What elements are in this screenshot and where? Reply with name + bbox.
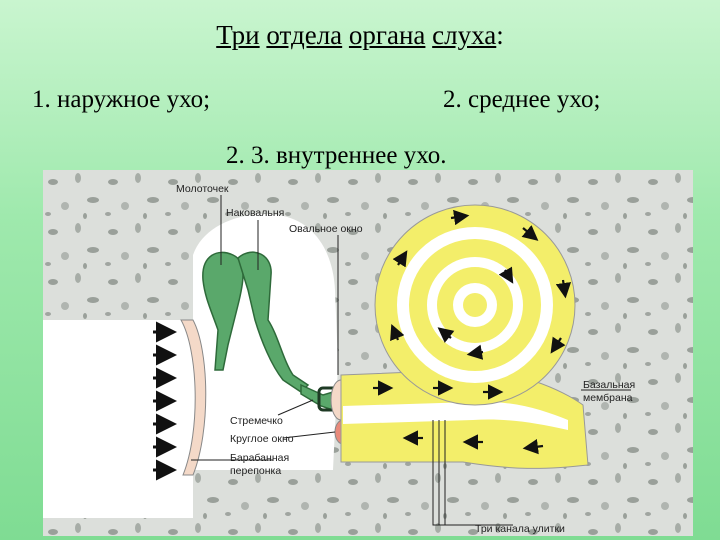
label-incus: Наковальня — [226, 207, 284, 219]
title-word: отдела — [266, 20, 343, 50]
title-colon: : — [496, 20, 504, 50]
label-eardrum-2: перепонка — [230, 465, 281, 477]
title-word: Три — [216, 20, 260, 50]
label-round-window: Круглое окно — [230, 433, 294, 445]
list-number: 1. — [32, 86, 51, 113]
list-item-inner-ear: 2. 3. внутреннее ухо. — [226, 142, 447, 170]
incus — [237, 251, 310, 393]
title-word: органа — [348, 20, 426, 50]
malleus — [202, 251, 244, 371]
label-malleus: Молоточек — [176, 183, 229, 195]
label-channels: Три канала улитки — [475, 523, 565, 535]
fluid-arrows — [373, 209, 572, 455]
list-text: внутреннее ухо. — [276, 142, 447, 169]
sound-wave-arrows — [153, 321, 177, 481]
list-text: наружное ухо; — [57, 86, 211, 113]
leader-lines — [191, 195, 631, 526]
list-number: 2. 3. — [226, 142, 270, 169]
list-item-outer-ear: 1. наружное ухо; — [32, 86, 210, 114]
list-number: 2. — [443, 86, 462, 113]
title-word: слуха — [432, 20, 497, 50]
basilar-membrane — [343, 401, 568, 430]
eardrum — [180, 319, 207, 476]
list-text: среднее ухо; — [468, 86, 601, 113]
label-stapes: Стремечко — [230, 415, 283, 427]
label-oval-window: Овальное окно — [289, 223, 363, 235]
ear-diagram: Молоточек Наковальня Овальное окно Стрем… — [43, 170, 693, 536]
label-basilar-1: Базальная — [583, 379, 635, 391]
list-item-middle-ear: 2. среднее ухо; — [443, 86, 600, 114]
label-eardrum-1: Барабанная — [230, 452, 289, 464]
ear-canal — [43, 320, 193, 518]
label-basilar-2: мембрана — [583, 392, 633, 404]
slide-title: Три отдела органа слуха: — [0, 20, 720, 51]
cochlea-spiral — [374, 204, 576, 406]
ear-diagram-svg: Молоточек Наковальня Овальное окно Стрем… — [43, 170, 693, 536]
